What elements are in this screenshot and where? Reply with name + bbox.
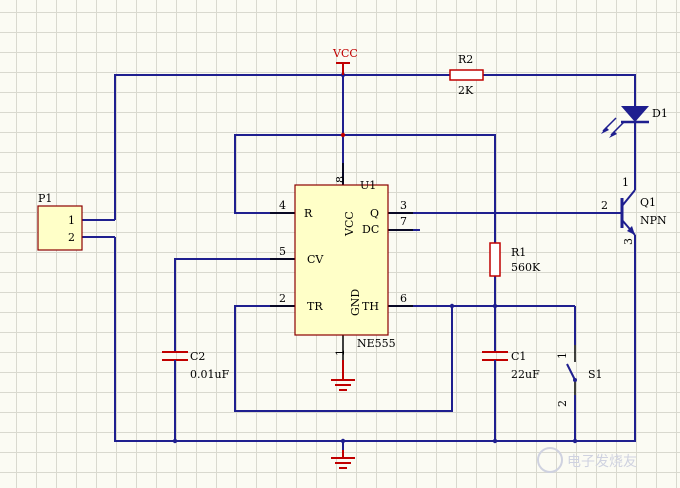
pin-number-8: 8 xyxy=(334,176,347,183)
pin-label-gnd: GND xyxy=(349,289,362,316)
wire-trigger-loop xyxy=(234,305,453,412)
pin-number-4: 4 xyxy=(279,199,286,212)
p1-pin2-label: 2 xyxy=(68,231,75,244)
q1-pin2: 2 xyxy=(601,199,608,212)
pin-label-r: R xyxy=(304,207,313,220)
vcc-label: VCC xyxy=(332,47,358,60)
junctions xyxy=(172,72,578,444)
c1-ref: C1 xyxy=(511,350,526,363)
pin-number-2: 2 xyxy=(279,292,286,305)
junction-dot xyxy=(449,303,455,309)
switch-s1: S1 1 2 xyxy=(556,345,603,407)
q1-pin1: 1 xyxy=(622,176,629,189)
r1-value: 560K xyxy=(511,261,541,274)
r1-ref: R1 xyxy=(511,246,526,259)
pin-number-6: 6 xyxy=(400,292,407,305)
capacitor-c2: C2 0.01uF xyxy=(162,350,230,381)
pin-label-tr: TR xyxy=(307,300,323,313)
pin-label-th: TH xyxy=(362,300,379,313)
junction-dot xyxy=(340,438,346,444)
pin-label-dc: DC xyxy=(362,223,379,236)
wire-vcc-rail xyxy=(114,74,450,220)
pin-number-5: 5 xyxy=(279,245,286,258)
watermark-text: 电子发烧友 xyxy=(567,453,637,469)
pin-number-7: 7 xyxy=(400,215,407,228)
pin-label-q: Q xyxy=(370,207,379,220)
junction-dot xyxy=(572,438,578,444)
junction-dot xyxy=(340,132,346,138)
u1-ref: U1 xyxy=(360,179,376,192)
pin-label-vcc: VCC xyxy=(343,211,356,237)
pin-number-1: 1 xyxy=(334,349,347,356)
c2-ref: C2 xyxy=(190,350,205,363)
c2-value: 0.01uF xyxy=(190,368,230,381)
pin-label-cv: CV xyxy=(307,253,324,266)
p1-pin1-label: 1 xyxy=(68,214,75,227)
q1-ref: Q1 xyxy=(640,196,656,209)
junction-dot xyxy=(492,303,498,309)
r2-ref: R2 xyxy=(458,53,473,66)
resistor-r2: R2 2K xyxy=(449,53,484,97)
resistor-r1: R1 560K xyxy=(489,242,541,277)
ground-symbol-u1 xyxy=(331,360,355,391)
q1-pin3: 3 xyxy=(622,238,635,245)
r2-value: 2K xyxy=(458,84,474,97)
s1-pin2: 2 xyxy=(556,400,569,407)
junction-dot xyxy=(172,438,178,444)
transistor-q1: 1 2 3 Q1 NPN xyxy=(601,176,667,245)
u1-part: NE555 xyxy=(357,337,396,350)
vcc-symbol: VCC xyxy=(332,47,358,75)
connector-p1: P1 1 2 xyxy=(37,192,83,251)
junction-dot xyxy=(492,438,498,444)
watermark: 电子发烧友 xyxy=(537,447,637,473)
capacitor-c1: C1 22uF xyxy=(482,350,540,381)
wire-gnd-rail xyxy=(114,235,636,442)
led-d1: D1 xyxy=(601,100,668,138)
s1-ref: S1 xyxy=(588,368,603,381)
wire-r2-to-d1 xyxy=(483,74,636,100)
q1-type: NPN xyxy=(640,214,667,227)
pin-number-3: 3 xyxy=(400,199,407,212)
p1-ref: P1 xyxy=(38,192,52,205)
d1-ref: D1 xyxy=(652,107,668,120)
s1-pin1: 1 xyxy=(556,352,569,359)
wire-reset-loop xyxy=(234,134,496,243)
ground-symbol-main xyxy=(331,450,355,469)
ic-u1-ne555: U1 NE555 R Q DC CV TR TH VCC GND 4 5 2 3… xyxy=(270,163,413,360)
wire-cv-to-c2 xyxy=(174,258,295,352)
c1-value: 22uF xyxy=(511,368,540,381)
